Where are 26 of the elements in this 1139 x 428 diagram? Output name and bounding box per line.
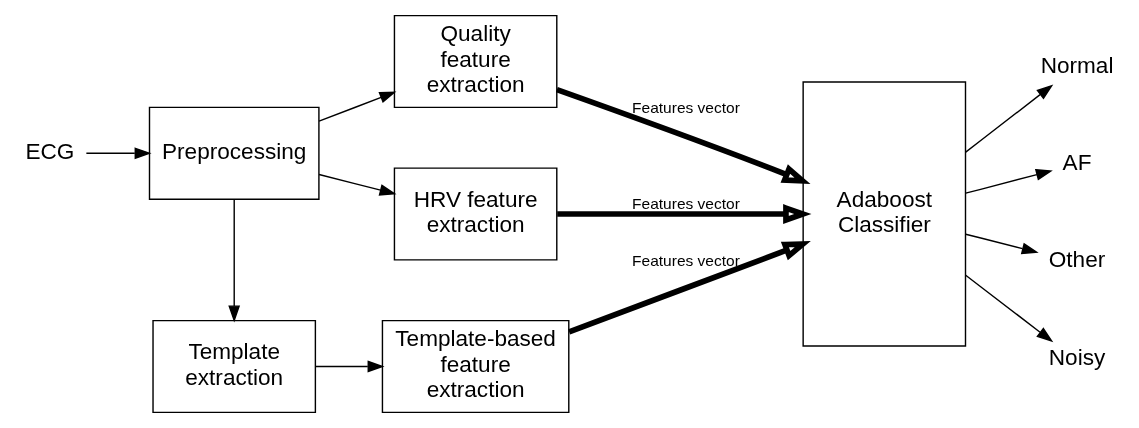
node-box: HRV feature extraction [393,167,558,261]
arrow [228,198,241,323]
node-box: Template extraction [152,319,317,414]
arrow [555,86,811,184]
node-box: Quality feature extraction [393,14,558,109]
arrow [965,274,1054,343]
arrow [965,169,1053,194]
arrow [315,360,385,373]
arrow [318,91,397,122]
arrow [568,241,811,335]
edge-label: Features vector [632,195,740,213]
node-text: Noisy [1048,344,1106,370]
node-text: AF [1062,149,1092,175]
arrow [85,147,152,160]
node-box: Preprocessing [148,106,320,200]
node-box: Template-based feature extraction [381,319,570,414]
edge-label: Features vector [632,251,740,269]
arrow [318,173,397,196]
arrow [965,233,1039,255]
node-box: Adaboost Classifier [802,81,967,347]
node-text: Other [1048,247,1106,273]
arrow [557,204,812,224]
arrow [965,84,1054,153]
node-text: Normal [1040,52,1114,78]
edge-label: Features vector [632,99,740,117]
node-text: ECG [25,138,75,164]
